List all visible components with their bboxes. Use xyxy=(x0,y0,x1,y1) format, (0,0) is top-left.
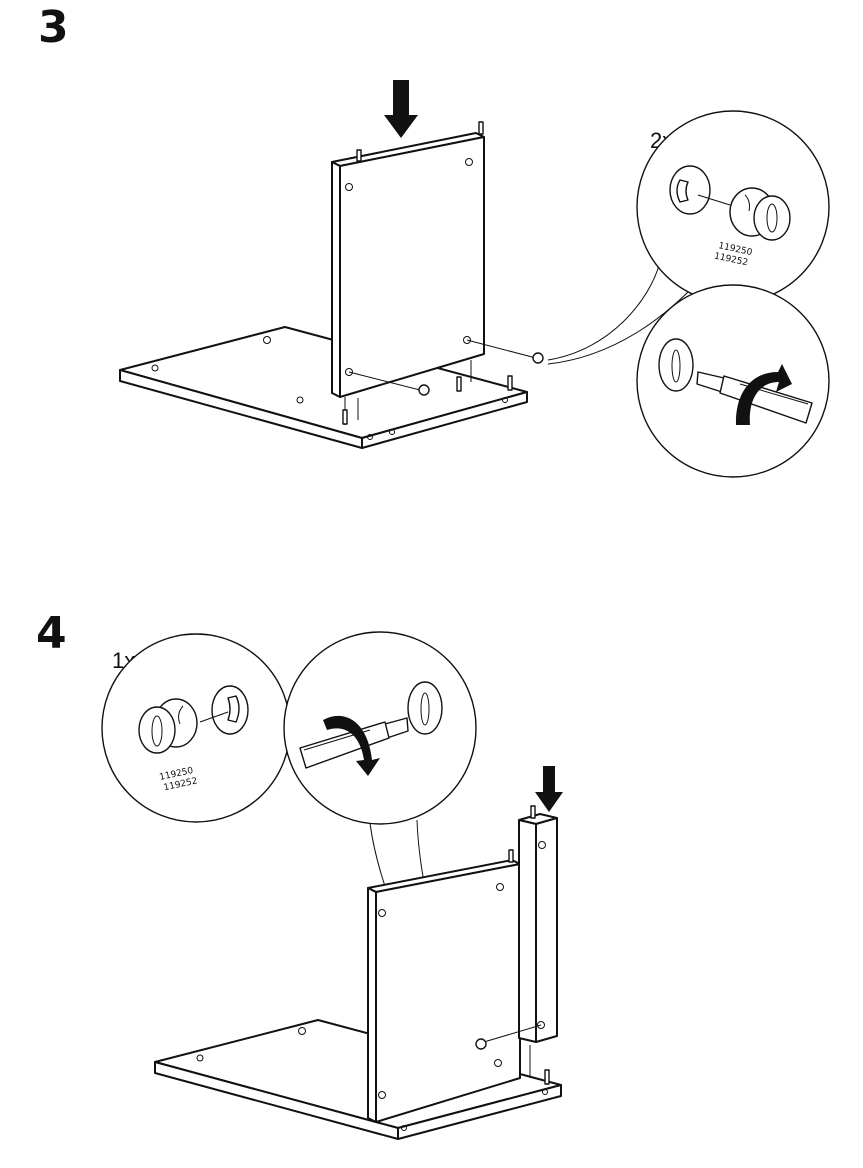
down-arrow-icon xyxy=(384,80,418,138)
step-3-callout-tighten xyxy=(637,285,829,477)
step-4-callout-fitting: 119250 119252 xyxy=(102,634,290,822)
down-arrow-icon xyxy=(535,766,563,812)
cam-lock-fitting-icon xyxy=(476,1039,486,1049)
